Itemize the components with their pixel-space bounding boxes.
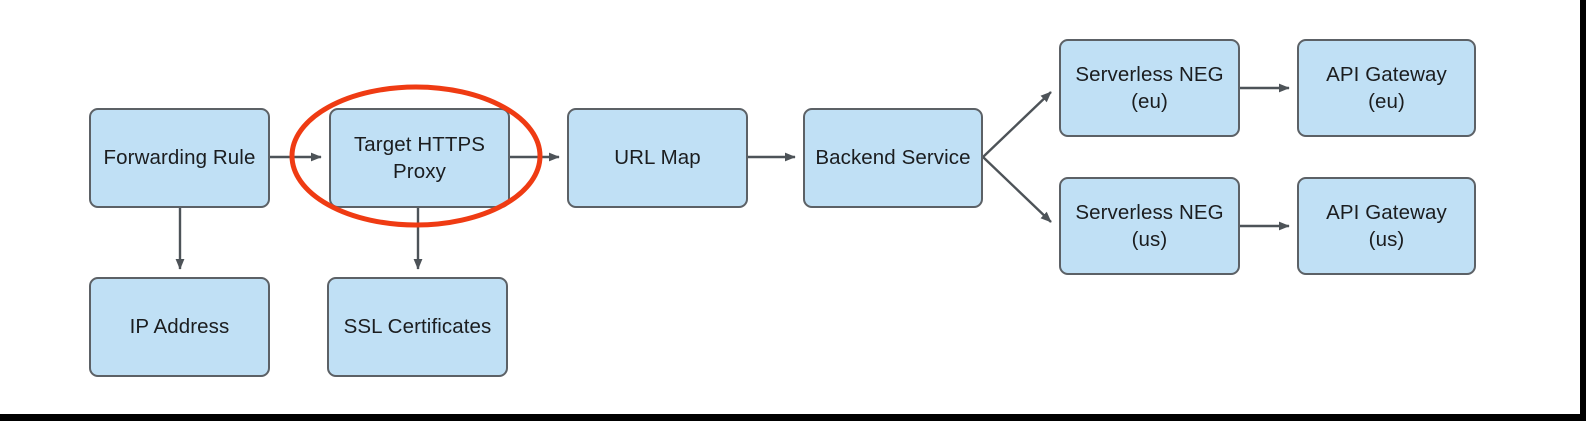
edge-backend-service-to-serverless-neg-eu: [982, 91, 1052, 158]
frame-bottom-border: [0, 414, 1586, 421]
node-url-map[interactable]: URL Map: [567, 108, 748, 208]
node-target-https-proxy[interactable]: Target HTTPS Proxy: [329, 108, 510, 208]
node-backend-service-label: Backend Service: [815, 146, 971, 170]
node-serverless-neg-us-label: Serverless NEG (us): [1075, 200, 1224, 251]
node-backend-service[interactable]: Backend Service: [803, 108, 983, 208]
node-serverless-neg-us[interactable]: Serverless NEG (us): [1059, 177, 1240, 275]
node-ip-address[interactable]: IP Address: [89, 277, 270, 377]
node-url-map-label: URL Map: [614, 146, 701, 170]
node-api-gateway-us[interactable]: API Gateway (us): [1297, 177, 1476, 275]
node-serverless-neg-eu-label: Serverless NEG (eu): [1075, 62, 1224, 113]
node-ssl-certificates[interactable]: SSL Certificates: [327, 277, 508, 377]
node-ssl-certificates-label: SSL Certificates: [343, 315, 492, 339]
node-api-gateway-us-label: API Gateway (us): [1326, 200, 1447, 251]
frame-right-border: [1580, 0, 1586, 421]
node-api-gateway-eu[interactable]: API Gateway (eu): [1297, 39, 1476, 137]
node-forwarding-rule[interactable]: Forwarding Rule: [89, 108, 270, 208]
node-ip-address-label: IP Address: [129, 315, 230, 339]
node-serverless-neg-eu[interactable]: Serverless NEG (eu): [1059, 39, 1240, 137]
node-api-gateway-eu-label: API Gateway (eu): [1326, 62, 1447, 113]
node-target-https-proxy-label: Target HTTPS Proxy: [353, 132, 486, 183]
edge-backend-service-to-serverless-neg-us: [982, 156, 1052, 223]
node-forwarding-rule-label: Forwarding Rule: [103, 146, 256, 170]
